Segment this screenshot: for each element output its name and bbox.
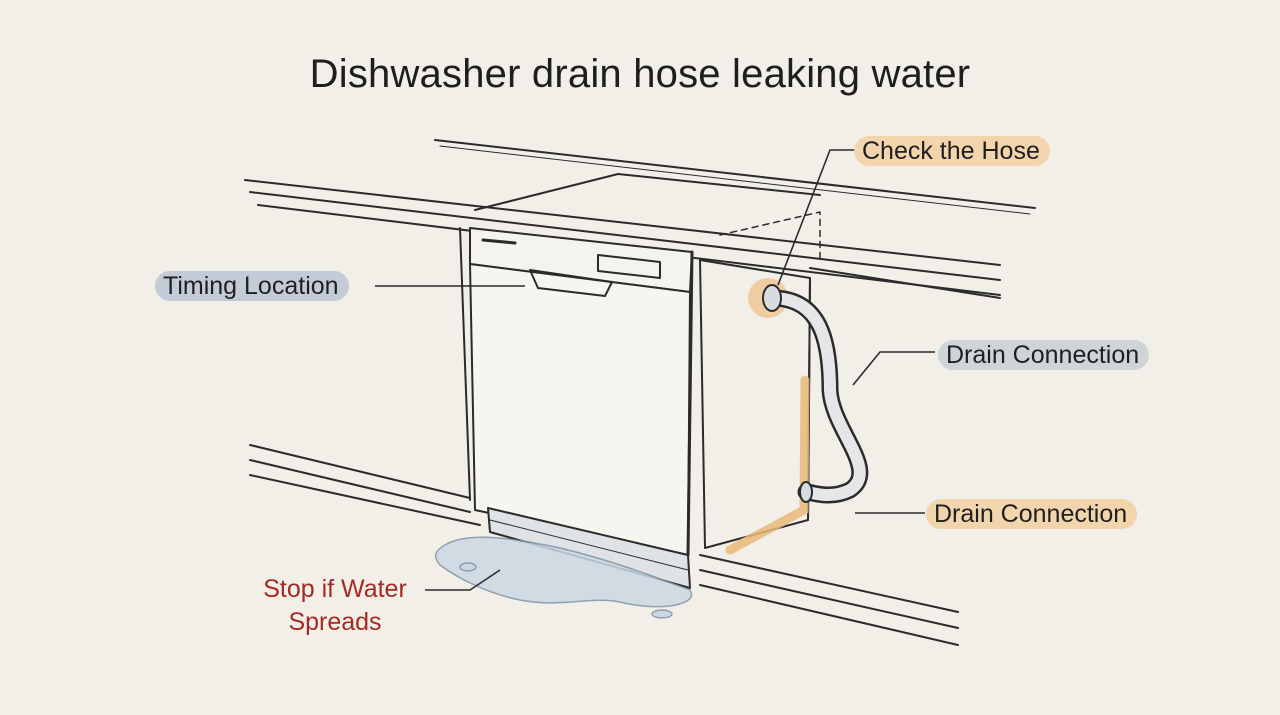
leader-drain-upper	[852, 351, 935, 386]
leader-lines	[375, 149, 935, 591]
diagram-title: Dishwasher drain hose leaking water	[309, 52, 971, 96]
leader-check-hose	[777, 149, 855, 286]
label-drain-connection-lower: Drain Connection	[926, 499, 1138, 529]
label-timing-location: Timing Location	[155, 271, 349, 301]
drain-hose	[762, 284, 869, 504]
water-puddle	[434, 536, 693, 619]
label-stop-water-line1: Stop if Water	[263, 575, 407, 603]
label-stop-water: Stop if Water Spreads	[235, 573, 435, 639]
label-check-hose: Check the Hose	[854, 136, 1050, 166]
label-drain-connection-upper: Drain Connection	[938, 340, 1150, 370]
label-stop-water-line2: Spreads	[288, 608, 382, 636]
leak-trail	[725, 278, 810, 555]
leader-stop-water	[425, 569, 501, 591]
dishwasher	[469, 227, 694, 589]
